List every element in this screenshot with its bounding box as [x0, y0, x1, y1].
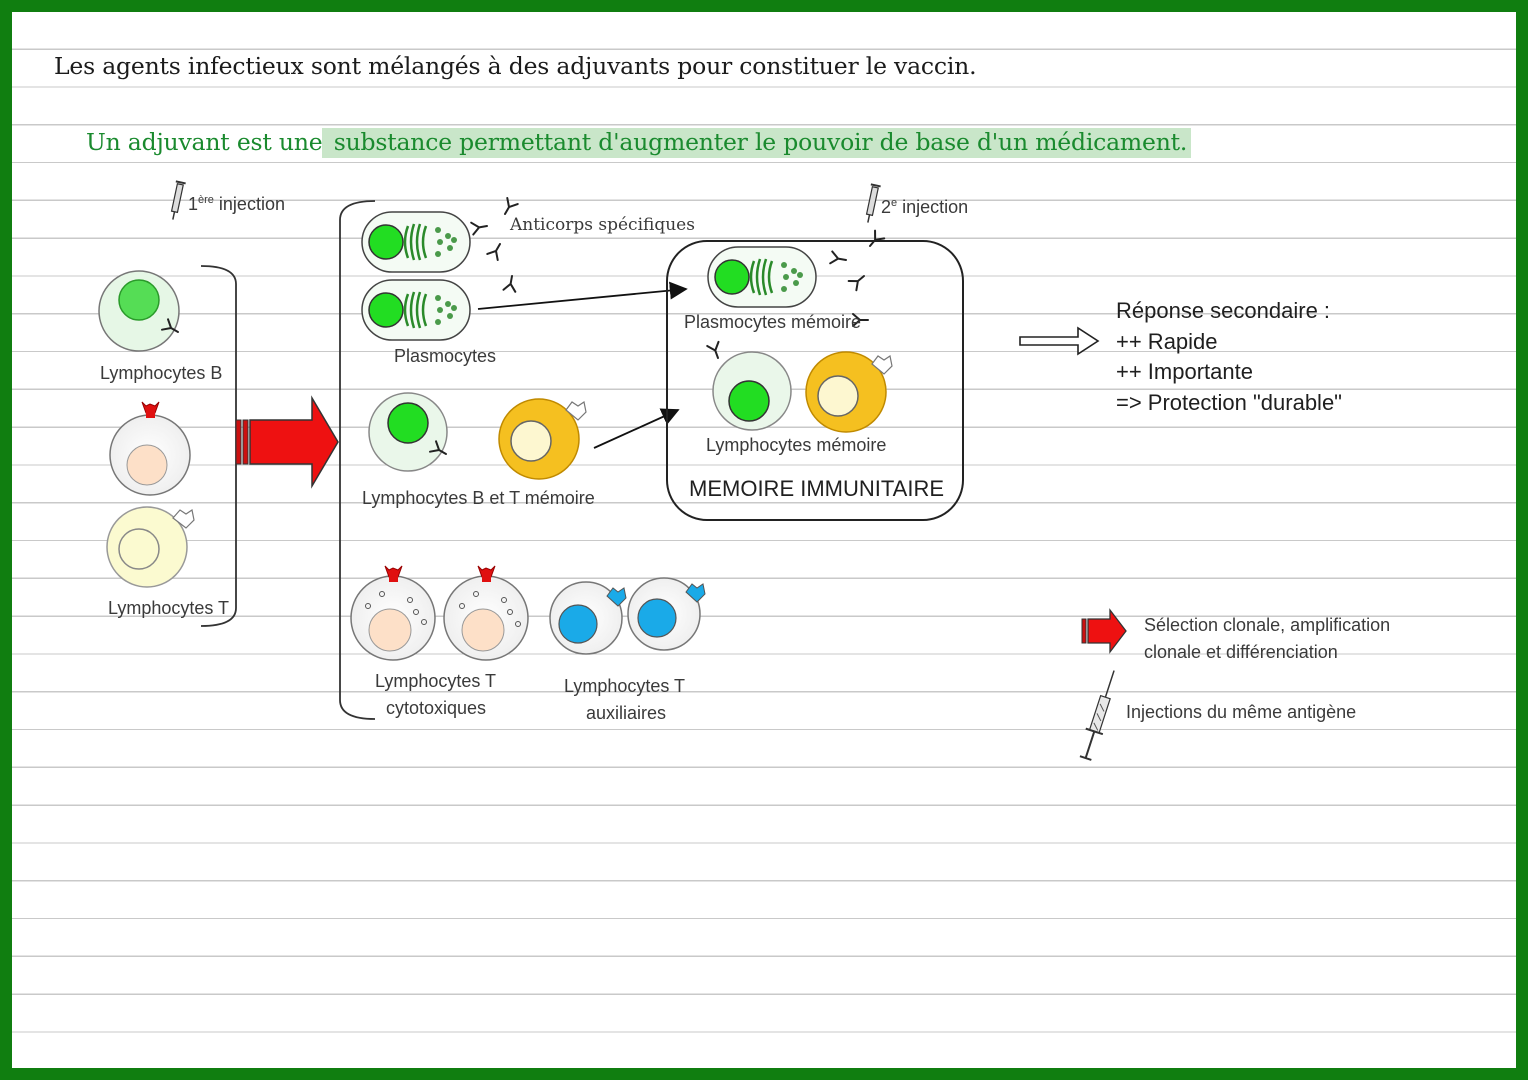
- memory-box: [666, 240, 964, 521]
- highlighted-definition: substance permettant d'augmenter le pouv…: [322, 128, 1192, 158]
- memory-t-lymphocyte: [498, 398, 587, 480]
- label-lymphocytes-memoire: Lymphocytes mémoire: [706, 435, 886, 455]
- cytotoxic-t-lymphocyte-1: [350, 565, 436, 661]
- sentence-adjuvant: Un adjuvant est une substance permettant…: [86, 128, 1192, 158]
- hollow-arrow-response: [1019, 326, 1100, 356]
- reponse-protection: => Protection "durable": [1116, 390, 1342, 415]
- memory-b-cell-in-box: [706, 340, 792, 431]
- reponse-importante: ++ Importante: [1116, 359, 1253, 384]
- legend-selection-line1: Sélection clonale, amplification: [1144, 615, 1390, 635]
- sentence-agents-infectieux: Les agents infectieux sont mélangés à de…: [54, 52, 977, 80]
- legend-injection: Injections du même antigène: [1126, 702, 1356, 722]
- bracket-naive-cells: [200, 265, 237, 627]
- label-lymphocytes-bt-memoire: Lymphocytes B et T mémoire: [362, 488, 595, 508]
- memory-plasmocyte: [706, 245, 818, 309]
- helper-t-lymphocyte-2: [627, 577, 706, 651]
- label-lymphocytes-t: Lymphocytes T: [108, 598, 229, 618]
- plasmocyte-2: [360, 278, 472, 342]
- label-lt-auxiliaires-2: auxiliaires: [586, 703, 666, 723]
- specific-antibodies: [470, 197, 519, 293]
- arrow-to-memory-plasmocytes: [477, 281, 688, 310]
- label-injection-1: 1ère injection: [188, 194, 285, 214]
- naive-b-lymphocyte: [98, 270, 182, 352]
- legend-red-arrow-icon: [1081, 608, 1127, 654]
- helper-t-lymphocyte-1: [549, 581, 627, 655]
- reponse-rapide: ++ Rapide: [1116, 329, 1218, 354]
- arrow-to-memory-lymphocytes: [593, 408, 680, 449]
- reponse-title: Réponse secondaire :: [1116, 298, 1330, 323]
- naive-t-lymphocyte-cytotoxic: [109, 401, 191, 496]
- syringe-icon-2: [861, 183, 882, 225]
- memory-b-lymphocyte: [368, 392, 450, 472]
- sentence-adjuvant-plain: Un adjuvant est une: [86, 128, 323, 156]
- legend-selection-line2: clonale et différenciation: [1144, 642, 1338, 662]
- label-lymphocytes-b: Lymphocytes B: [100, 363, 222, 383]
- label-plasmocytes: Plasmocytes: [394, 346, 496, 366]
- syringe-icon: [166, 180, 187, 222]
- clonal-selection-arrow: [235, 395, 339, 489]
- notebook-page: Les agents infectieux sont mélangés à de…: [12, 12, 1516, 1068]
- label-lt-auxiliaires-1: Lymphocytes T: [564, 676, 685, 696]
- label-memoire-immunitaire: MEMOIRE IMMUNITAIRE: [689, 476, 944, 501]
- bracket-effector-cells: [339, 200, 376, 720]
- plasmocyte-1: [360, 210, 472, 274]
- label-injection-2: 2e injection: [881, 197, 968, 217]
- memory-t-cell-in-box: [805, 351, 893, 433]
- label-lt-cytotoxiques-2: cytotoxiques: [386, 698, 486, 718]
- cytotoxic-t-lymphocyte-2: [443, 565, 529, 661]
- legend-syringe-icon: [1079, 670, 1115, 761]
- label-lt-cytotoxiques-1: Lymphocytes T: [375, 671, 496, 691]
- naive-t-lymphocyte-helper: [106, 506, 195, 588]
- label-anticorps-specifiques: Anticorps spécifiques: [509, 215, 695, 235]
- label-plasmocytes-memoire: Plasmocytes mémoire: [684, 312, 861, 332]
